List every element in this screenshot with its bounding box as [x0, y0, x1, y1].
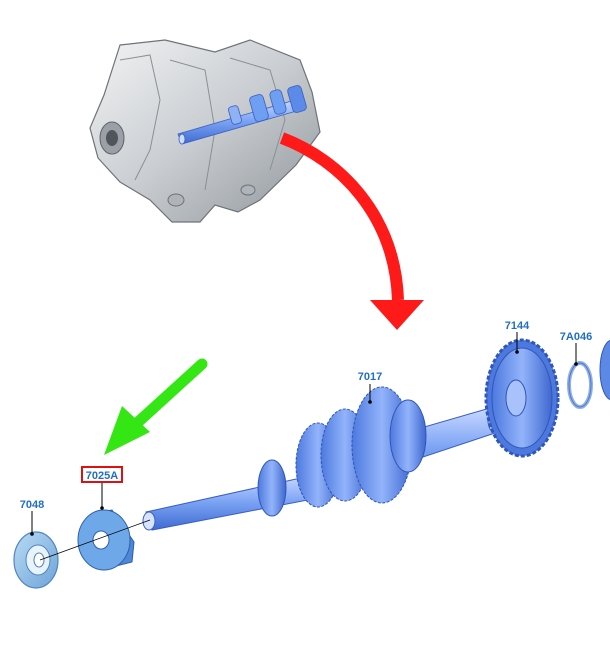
leader-dots	[30, 350, 578, 536]
transmission-housing	[89, 39, 321, 223]
callout-7A046: 7A046	[560, 331, 592, 343]
small-gear	[257, 459, 287, 517]
callout-7025A: 7025A	[86, 470, 118, 482]
green-arrow-icon	[104, 358, 208, 455]
main-shaft-part	[142, 386, 501, 531]
callout-7144: 7144	[505, 320, 530, 332]
edge-partial-part	[599, 339, 610, 401]
gear-7144-part	[484, 338, 560, 458]
callout-7048: 7048	[20, 499, 44, 511]
housing-shaft-highlight	[177, 85, 307, 145]
red-arrow-icon	[279, 132, 424, 330]
bearing-7025A-part	[77, 509, 135, 571]
seal-7048-part	[13, 531, 59, 589]
snap-ring-7A046-part	[567, 361, 593, 409]
callout-7017: 7017	[358, 371, 382, 383]
highlight-box-7025A	[81, 466, 123, 483]
leader-lines	[31, 332, 577, 534]
gear-cluster	[320, 386, 427, 504]
assembly-axis-line	[39, 519, 151, 561]
